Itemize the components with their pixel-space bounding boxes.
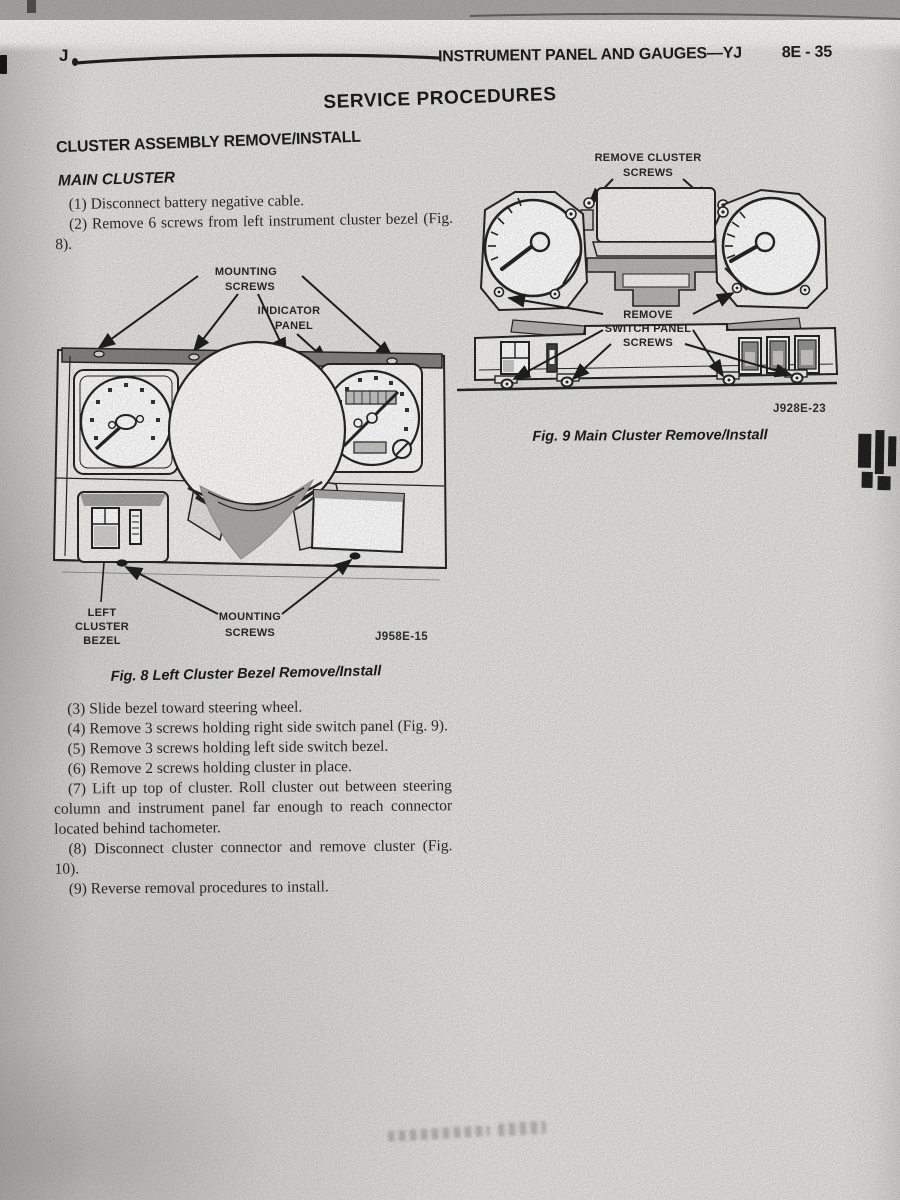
- figure8-label-mounting-screws-bottom-line2: SCREWS: [225, 627, 275, 639]
- figure9-caption: Fig. 9 Main Cluster Remove/Install: [532, 427, 768, 445]
- figure8-label-left-cluster-bezel-line1: LEFT: [88, 607, 117, 619]
- figure8-label-left-cluster-bezel-line3: BEZEL: [83, 635, 121, 647]
- figure8-label-indicator-panel-line2: PANEL: [275, 320, 313, 332]
- section-title: SERVICE PROCEDURES: [323, 83, 557, 114]
- figure8-label-mounting-screws-bottom-line1: MOUNTING: [219, 611, 281, 623]
- procedure-step: (7) Lift up top of cluster. Roll cluster…: [54, 777, 453, 838]
- figure9-right-gauge: [713, 188, 829, 310]
- figure8-label-indicator-panel-line1: INDICATOR: [258, 305, 321, 317]
- figure9-label-remove-cluster-screws-line1: REMOVE CLUSTER: [595, 152, 702, 164]
- scan-blotch: [851, 428, 900, 493]
- procedure-step: (9) Reverse removal procedures to instal…: [68, 878, 329, 898]
- figure8-tachometer: [73, 369, 179, 475]
- page-number: 8E - 35: [781, 43, 833, 62]
- figure8-label-left-cluster-bezel-line2: CLUSTER: [75, 621, 129, 633]
- figure9-label-remove-cluster-screws-line2: SCREWS: [623, 167, 673, 179]
- figure9-code: J928E-23: [773, 403, 826, 415]
- scan-speckle: [0, 1030, 280, 1200]
- figure9-left-gauge: [479, 191, 589, 312]
- header-rule: [72, 53, 440, 66]
- figure9-label-remove-switch-panel-screws-line2: SWITCH PANEL: [605, 323, 692, 335]
- procedure-step: (2) Remove 6 screws from left instrument…: [55, 209, 454, 254]
- procedure-heading: CLUSTER ASSEMBLY REMOVE/INSTALL: [55, 128, 362, 157]
- procedure-subheading: MAIN CLUSTER: [57, 169, 176, 190]
- figure8-label-mounting-screws-top-line2: SCREWS: [225, 281, 275, 293]
- figure8-right-pocket: [310, 488, 406, 554]
- procedure-step: (8) Disconnect cluster connector and rem…: [54, 837, 453, 878]
- figure8-illustration: MOUNTING SCREWS INDICATOR PANEL: [52, 266, 448, 647]
- figure9-label-remove-switch-panel-screws-line1: REMOVE: [623, 309, 672, 321]
- figure8-code: J958E-15: [375, 631, 428, 643]
- figure9-ground-line: [456, 381, 838, 392]
- figure8-switch-recess: [77, 491, 169, 563]
- figure8-label-mounting-screws-top-line1: MOUNTING: [215, 266, 277, 278]
- running-header: INSTRUMENT PANEL AND GAUGES—YJ 8E - 35: [438, 44, 832, 67]
- procedure-steps-before-figure: (1) Disconnect battery negative cable. (…: [55, 189, 454, 255]
- procedure-steps-after-figure: (3) Slide bezel toward steering wheel. (…: [53, 696, 453, 899]
- figure9-connector-box: [580, 187, 732, 257]
- ghost-text-smudge: [387, 1124, 491, 1143]
- figure8-caption: Fig. 8 Left Cluster Bezel Remove/Install: [110, 663, 382, 685]
- procedure-step: (4) Remove 3 screws holding right side s…: [67, 717, 448, 738]
- ghost-text-smudge: [497, 1120, 547, 1137]
- running-header-title: INSTRUMENT PANEL AND GAUGES—YJ: [437, 44, 743, 66]
- figure9-label-remove-switch-panel-screws-line3: SCREWS: [623, 337, 673, 349]
- figure9-illustration: REMOVE CLUSTER SCREWS: [456, 152, 839, 415]
